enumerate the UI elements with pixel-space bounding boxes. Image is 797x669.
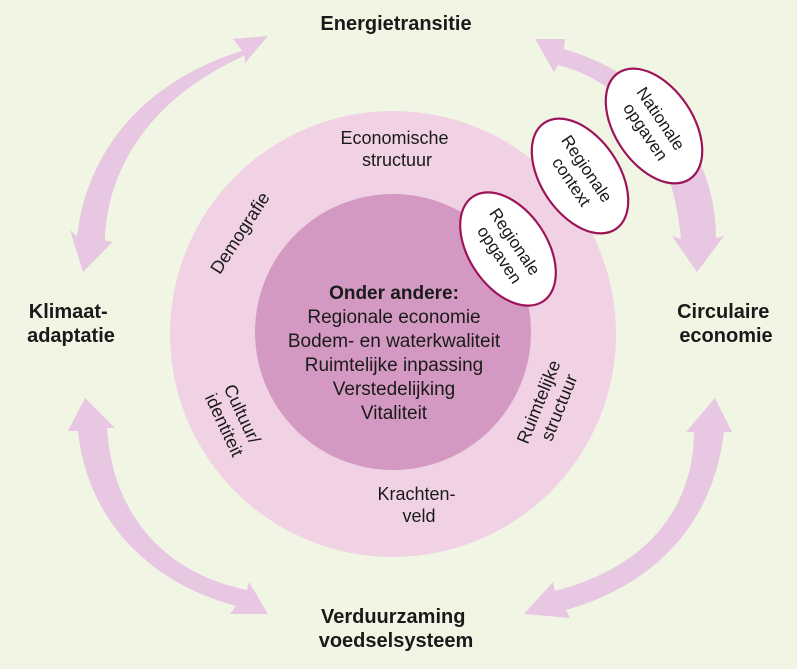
corner-label-bottom-line-2: voedselsysteem: [319, 630, 474, 652]
ring-label-economic-structure-line-2: structuur: [362, 150, 432, 170]
ring-label-power-field-line-2: veld: [402, 506, 435, 526]
core-item-urbanisation: Verstedelijking: [333, 379, 456, 400]
ellipse-regional-tasks-shape: [459, 191, 557, 307]
corner-label-right-line-1: Circulaire: [677, 301, 769, 323]
ring-label-economic-structure: Economische structuur: [340, 128, 453, 170]
ring-label-power-field-line-1: Krachten-: [377, 484, 455, 504]
ellipse-national-tasks: Nationale opgaven: [604, 67, 704, 185]
ellipse-regional-context: Regionale context: [530, 117, 630, 235]
core-title: Onder andere:: [329, 283, 459, 304]
corner-label-right-line-2: economie: [679, 325, 772, 347]
inner-circle: [255, 194, 531, 470]
core-content: Onder andere: Regionale economie Bodem- …: [288, 283, 501, 424]
ellipse-regional-tasks: Regionale opgaven: [459, 191, 557, 307]
corner-label-left-line-2: adaptatie: [27, 325, 115, 347]
arrow-top-left: [70, 36, 268, 272]
arrow-bottom-left: [68, 398, 268, 614]
corner-label-bottom-line-1: Verduurzaming: [321, 606, 465, 628]
arrow-bottom-right: [524, 398, 732, 618]
corner-label-right: Circulaire economie: [677, 301, 775, 347]
corner-label-left: Klimaat- adaptatie: [27, 301, 115, 347]
ring-label-power-field: Krachten- veld: [377, 484, 460, 526]
ring-label-economic-structure-line-1: Economische: [340, 128, 448, 148]
corner-label-top: Energietransitie: [320, 13, 471, 35]
ellipse-regional-context-shape: [530, 117, 630, 235]
corner-label-bottom: Verduurzaming voedselsysteem: [319, 606, 474, 652]
corner-labels: Energietransitie Klimaat- adaptatie Circ…: [27, 13, 775, 652]
core-item-soil-water-quality: Bodem- en waterkwaliteit: [288, 331, 501, 352]
corner-label-top-line: Energietransitie: [320, 13, 471, 35]
core-item-regional-economy: Regionale economie: [307, 307, 480, 328]
core-item-spatial-integration: Ruimtelijke inpassing: [305, 355, 483, 376]
core-item-vitality: Vitaliteit: [361, 403, 428, 424]
ellipse-national-tasks-shape: [604, 67, 704, 185]
corner-label-left-line-1: Klimaat-: [29, 301, 108, 323]
